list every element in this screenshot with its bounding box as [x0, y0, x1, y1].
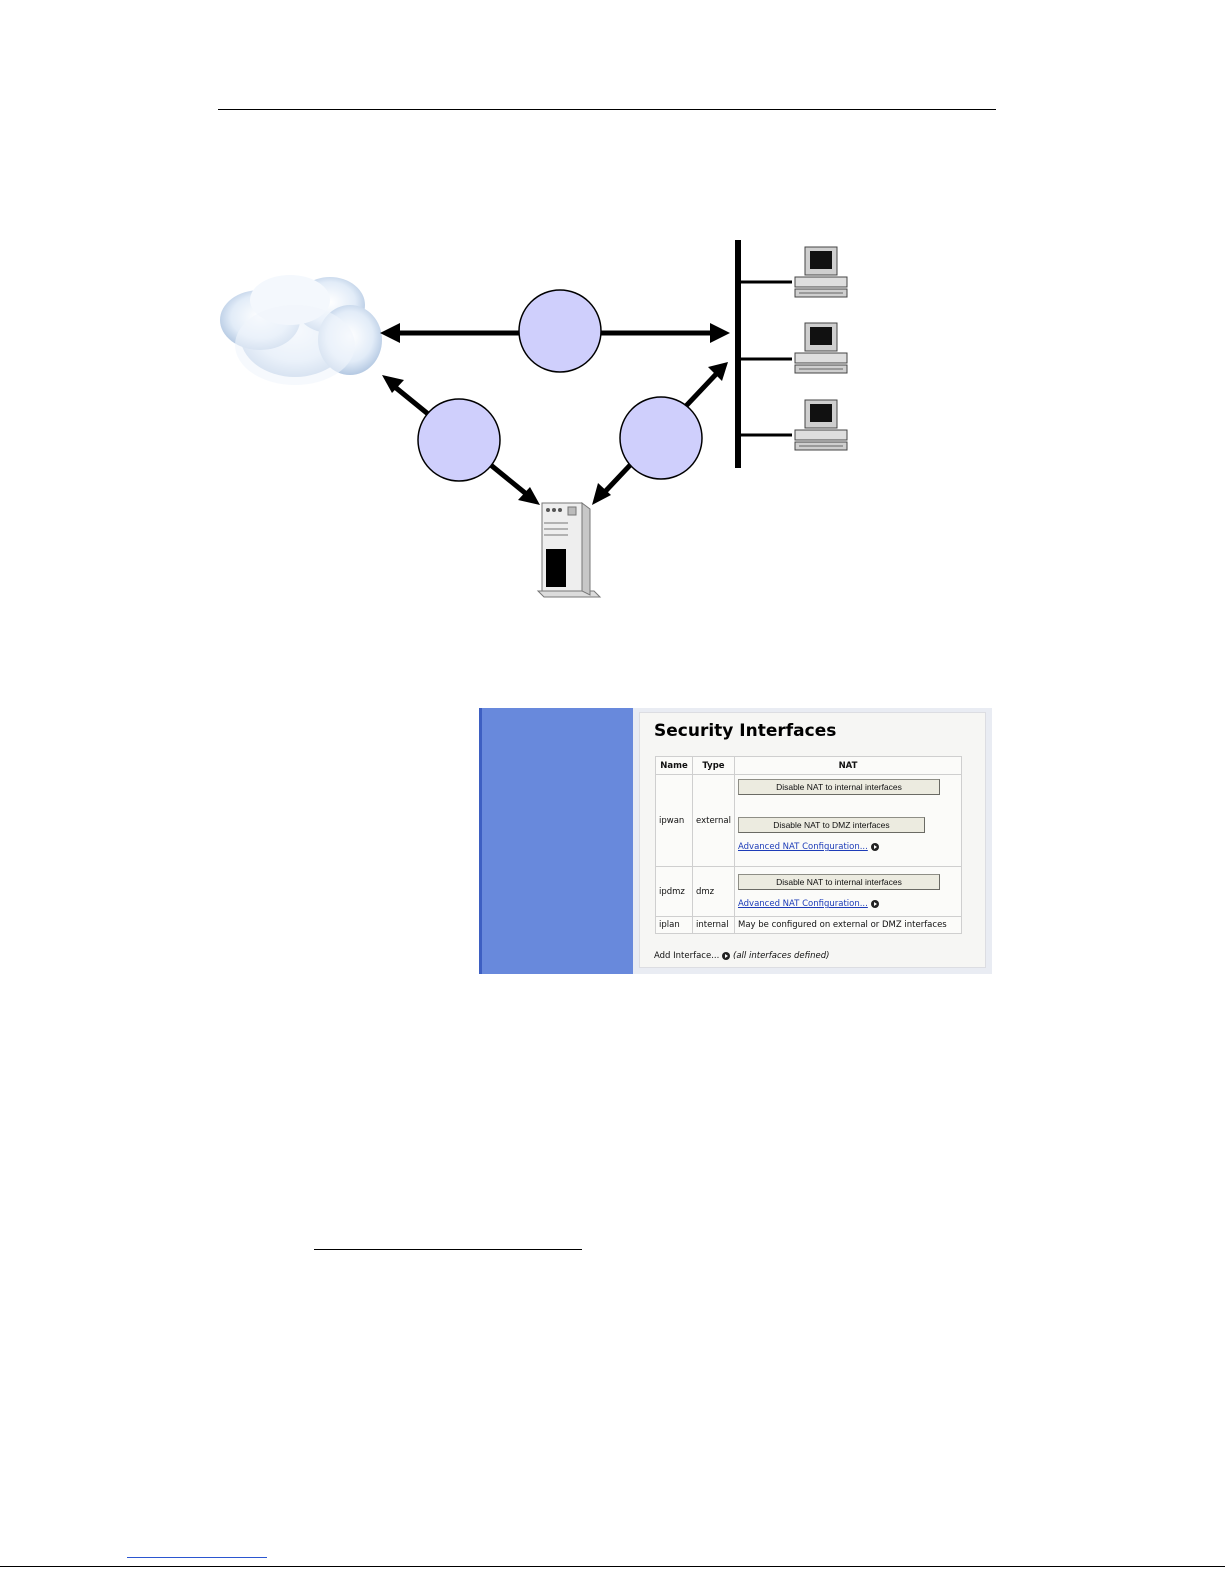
- column-header-type: Type: [692, 756, 735, 775]
- page-title: Security Interfaces: [654, 721, 837, 741]
- interface-name: iplan: [655, 916, 693, 934]
- nat-cell: Disable NAT to internal interfaces Advan…: [733, 866, 963, 917]
- disable-nat-internal-button[interactable]: Disable NAT to internal interfaces: [737, 779, 940, 795]
- content-panel: Security Interfaces Name Type NAT ipwan …: [639, 712, 986, 968]
- add-interface-note: (all interfaces defined): [733, 951, 830, 961]
- header-rule: [218, 109, 996, 110]
- table-row: ipdmz dmz Disable NAT to internal interf…: [655, 866, 963, 917]
- nat-node-right: [619, 396, 703, 480]
- footer-rule: [0, 1566, 1225, 1567]
- arrow-head-server-left: [518, 487, 540, 505]
- interface-type: external: [692, 774, 735, 867]
- arrow-head-server-right: [592, 483, 611, 505]
- cloud-icon: [220, 275, 382, 385]
- go-arrow-icon[interactable]: [870, 842, 879, 851]
- footnote-rule: [314, 1249, 582, 1250]
- desktop-computer-icon: [794, 322, 848, 374]
- arrow-head-lan: [708, 362, 728, 381]
- content-area: Security Interfaces Name Type NAT ipwan …: [633, 708, 992, 974]
- table-row: iplan internal May be configured on exte…: [655, 916, 963, 934]
- table-header-row: Name Type NAT: [655, 756, 963, 775]
- advanced-nat-link[interactable]: Advanced NAT Configuration...: [737, 842, 868, 852]
- advanced-nat-link[interactable]: Advanced NAT Configuration...: [737, 899, 868, 909]
- network-diagram: [220, 240, 848, 598]
- disable-nat-dmz-button[interactable]: Disable NAT to DMZ interfaces: [737, 817, 925, 833]
- interface-type: dmz: [692, 866, 735, 917]
- interface-name: ipwan: [655, 774, 693, 867]
- table-row: ipwan external Disable NAT to internal i…: [655, 774, 963, 867]
- interface-name: ipdmz: [655, 866, 693, 917]
- server-tower-icon: [536, 502, 602, 598]
- add-interface-link[interactable]: Add Interface...: [654, 951, 720, 961]
- nat-cell: Disable NAT to internal interfaces Disab…: [733, 774, 963, 867]
- column-header-name: Name: [655, 756, 693, 775]
- security-interfaces-screenshot: Security Interfaces Name Type NAT ipwan …: [479, 708, 992, 974]
- arrow-head-right: [710, 323, 730, 343]
- nat-node-top: [518, 289, 602, 373]
- go-arrow-icon[interactable]: [870, 899, 879, 908]
- interface-type: internal: [692, 916, 735, 934]
- desktop-computer-icon: [794, 246, 848, 298]
- disable-nat-internal-button[interactable]: Disable NAT to internal interfaces: [737, 874, 940, 890]
- arrow-head-left: [380, 323, 400, 343]
- arrow-head-cloud: [382, 375, 404, 393]
- go-arrow-icon[interactable]: [722, 951, 731, 960]
- footer-link-underline: [127, 1557, 267, 1558]
- desktop-computer-icon: [794, 399, 848, 451]
- nat-note: May be configured on external or DMZ int…: [733, 916, 963, 934]
- column-header-nat: NAT: [733, 756, 963, 775]
- add-interface-row: Add Interface... (all interfaces defined…: [654, 951, 829, 961]
- nav-sidebar: [479, 708, 633, 974]
- nat-node-left: [417, 398, 501, 482]
- interfaces-table: Name Type NAT ipwan external Disable NAT…: [655, 756, 963, 934]
